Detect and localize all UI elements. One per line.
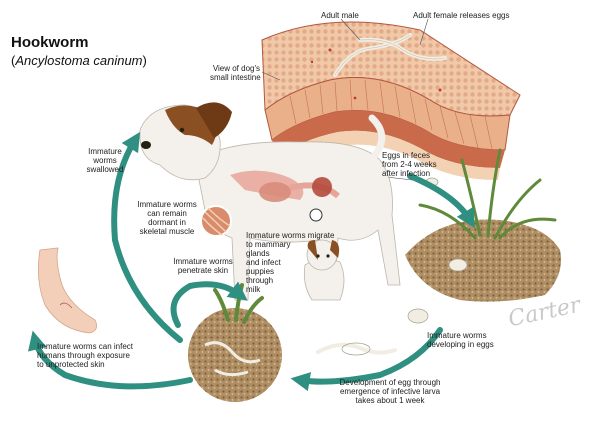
label-development-time: Development of egg through emergence of … — [339, 378, 441, 405]
intestine-section — [261, 21, 521, 180]
eggs-larva — [316, 308, 429, 356]
diagram-title: Hookworm — [11, 34, 89, 51]
lifecycle-arrows — [28, 131, 475, 392]
diagram-subtitle: (Ancylostoma caninum) — [11, 53, 147, 68]
muscle-section — [200, 205, 232, 237]
soil-grass — [405, 148, 561, 302]
label-view-intestine: View of dog's small intestine — [210, 64, 261, 82]
label-dormant-muscle: Immature worms can remain dormant in ske… — [137, 200, 197, 236]
label-eggs-feces: Eggs in feces from 2-4 weeks after infec… — [382, 151, 437, 178]
label-infect-humans: Immature worms can infect humans through… — [37, 342, 134, 369]
label-adult-female: Adult female releases eggs — [413, 11, 510, 20]
subtitle-paren-close: ) — [142, 53, 147, 68]
subtitle-paren-open: ( — [11, 53, 16, 68]
human-foot — [37, 247, 98, 334]
label-migrate-mammary: Immature worms migrate to mammary glands… — [246, 231, 335, 294]
label-penetrate-skin: Immature worms penetrate skin — [173, 257, 233, 275]
label-worms-swallowed: Immature worms swallowed — [86, 147, 124, 174]
puppy-illustration — [303, 239, 345, 301]
scientific-name: Ancylostoma caninum — [15, 53, 143, 68]
soil-magnifier — [186, 283, 284, 404]
label-adult-male: Adult male — [321, 11, 359, 20]
dog-illustration — [139, 102, 401, 301]
label-developing-eggs: Immature worms developing in eggs — [427, 331, 494, 349]
